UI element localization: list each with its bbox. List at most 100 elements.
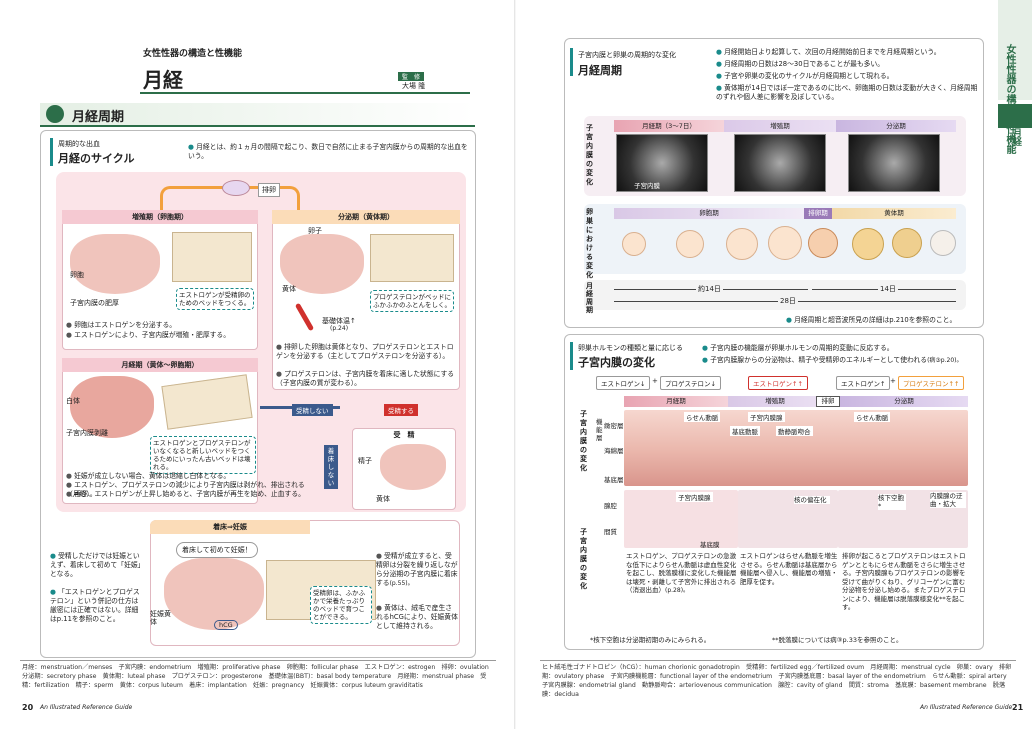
top-header-bar: [570, 48, 573, 76]
follicle-label: 卵胞: [70, 271, 84, 279]
page-title: 月経: [143, 68, 183, 92]
top-b4: 黄体期が14日でほぼ一定であるのに比べ、卵胞期の日数は変動が大きく、月経周期のず…: [716, 84, 978, 102]
supervisor-name: 大場 隆: [402, 82, 426, 90]
day28-label: 28日: [778, 296, 798, 306]
plus-2: +: [890, 377, 896, 385]
chapter-label: 女性性器の構造と性機能: [143, 49, 243, 59]
top-b2: 月経周期の日数は28～30日であることが最も多い。: [716, 60, 978, 69]
layer-func-label: 機能層: [596, 418, 603, 442]
left-page: 女性性器の構造と性機能 月経 監 修 大場 隆 月経周期 周期的な出血 月経のサ…: [0, 0, 516, 729]
uterus-illustration-2: [280, 234, 364, 294]
follicle-stage-3: [726, 228, 758, 260]
side-tab-section: [998, 104, 1032, 128]
footer-glossary: 月経：menstruation／menses 子宮内膜：endometrium …: [22, 664, 495, 689]
endo-gland-label-2: 子宮内膜腺: [676, 492, 713, 502]
phase-men: 月経期: [624, 396, 728, 407]
uterus-illustration-4: [380, 444, 446, 490]
phase-pro: 増殖期: [728, 396, 822, 407]
menstrual-header: 月経期（黄体～卵胞期）: [62, 358, 258, 372]
albicans-label: 白体: [66, 397, 80, 405]
men-b1: 妊娠が成立しない場合、黄体は退縮し白体となる。: [66, 472, 316, 481]
endo-illustration: [624, 410, 968, 486]
sperm-label: 精子: [358, 457, 372, 465]
intro-text: 月経とは、約１ヵ月の間隔で起こり、数日で自然に止まる子宮内膜からの周期的な出血を…: [188, 143, 468, 161]
secretory-header: 分泌期（黄体期）: [272, 210, 460, 224]
side-tab-chapter: [998, 0, 1032, 100]
prolif-b2: エストロゲンにより、子宮内膜が増殖・肥厚する。: [66, 331, 256, 340]
uterus-illustration-5: [164, 558, 264, 630]
preg-b2: 黄体は、絨毛で産生されるhCGにより、妊娠黄体として維持される。: [376, 604, 458, 631]
top-title: 月経周期: [578, 64, 622, 77]
corpus3-label: 妊娠黄体: [150, 610, 171, 626]
spiral-label-2: らせん動脈: [854, 412, 891, 422]
row2-phase-3: 黄体期: [832, 208, 956, 219]
h-tag-1: エストロゲン↓: [596, 376, 651, 390]
follicle-stage-4: [768, 226, 802, 260]
row2-label: 卵巣における変化: [586, 208, 593, 279]
phase-ov: 排卵: [816, 396, 840, 407]
hormone-title: 子宮内膜の変化: [578, 356, 655, 369]
hormone-b2-ref: (病③p.20)。: [927, 357, 963, 364]
endo-thicken-label: 子宮内膜の肥厚: [70, 299, 119, 307]
col3-text: 排卵が起こるとプロゲステロンはエストロゲンとともにらせん動脈をさらに増生させる。…: [842, 552, 966, 611]
row3-label: 月経周期: [586, 282, 593, 314]
endo-gland-label: 子宮内膜腺: [748, 412, 785, 422]
layer-spongy-label: 海綿層: [604, 447, 624, 455]
uterus-illustration-1: [70, 234, 160, 294]
title-rule: [140, 92, 470, 94]
subnuclear-label: 核下空胞*: [878, 494, 906, 510]
follicle-stage-2: [676, 230, 704, 258]
ultrasound-photo-2: [734, 134, 826, 192]
section-icon: [46, 105, 64, 123]
row3-panel: [584, 280, 966, 310]
side-note-1: 受精しただけでは妊娠といえず、着床して初めて「妊娠」となる。: [50, 552, 142, 579]
basal-artery-label: 基底動脈: [730, 426, 760, 436]
ovulation-label: 排卵: [258, 183, 280, 197]
ultrasound-photo-3: [848, 134, 940, 192]
box-subtitle: 周期的な出血: [58, 140, 100, 148]
uterus-illustration-3: [70, 376, 154, 438]
hormone-subtitle: 卵巣ホルモンの種類と量に応じる: [578, 344, 683, 352]
section-heading: 月経周期: [40, 103, 475, 127]
endo-section-label: 子宮内膜の変化: [580, 410, 587, 472]
progesterone-bubble: プロゲステロンがベッドにふかふかのふとんをしく。: [370, 290, 454, 312]
h-tag-5: プロゲステロン↑↑: [898, 376, 965, 390]
av-label: 動静脈吻合: [776, 426, 813, 436]
side-note-2: 「エストロゲンとプロゲステロン」という併記の仕方は厳密には正確ではない。詳細はp…: [50, 588, 142, 624]
h-tag-2: プロゲステロン↓: [660, 376, 721, 390]
bed-illustration-2: [370, 234, 454, 282]
footer-rule-r: [540, 660, 1016, 661]
hormone-b1: 子宮内膜の機能層が卵巣ホルモンの周期的変動に反応する。: [702, 344, 982, 353]
right-page: 子宮内膜と卵巣の周期的な変化 月経周期 月経開始日より起算して、次回の月経開始前…: [516, 0, 1032, 729]
corpus2-label: 黄体: [376, 495, 390, 503]
note-star: *核下空胞は分泌期初期のみにみられる。: [590, 636, 711, 644]
photo-caption: 子宮内膜: [634, 182, 660, 190]
ovulation-stage: [808, 228, 838, 258]
stroma-label: 間質: [604, 528, 617, 536]
tortuous-label: 内膜腺の迂曲・拡大: [930, 492, 966, 508]
col1-text: エストロゲン、プロゲステロンの急激な低下によりらせん動脈は虚血性変化を起こし、脱…: [626, 552, 738, 596]
corpus-stage-2: [892, 228, 922, 258]
phase-sec: 分泌期: [840, 396, 968, 407]
spiral-label: らせん動脈: [684, 412, 721, 422]
layer-compact-label: 緻密層: [604, 422, 624, 430]
bbt-ref: (p.24): [330, 325, 349, 332]
book-title: An Illustrated Reference Guide: [40, 704, 133, 711]
h-tag-3: エストロゲン↑↑: [748, 376, 808, 390]
sec-b2: プロゲステロンは、子宮内膜を着床に適した状態にする（子宮内膜の質が変わる）。: [276, 370, 458, 388]
preg-b1-ref: (p.55)。: [389, 580, 414, 587]
side-tab-chapter-text: 女性性器の構造と性機能: [1004, 44, 1015, 154]
estrogen-bubble: エストロゲンが受精卵のためのベッドをつくる。: [176, 288, 254, 310]
row1-phase-2: 増殖期: [724, 120, 836, 132]
fert-egg-bubble: 受精卵は、ふかふかで栄養たっぷりのベッドで育つことができる。: [310, 586, 372, 624]
layer-basal-label: 基底層: [604, 476, 624, 484]
footer-glossary-r: ヒト絨毛性ゴナドトロピン（hCG）：human chorionic gonado…: [542, 664, 1013, 698]
corpus-label: 黄体: [282, 285, 296, 293]
plus-1: +: [652, 377, 658, 385]
preg-b1-text: 受精が成立すると、受精卵は分裂を繰り返しながら分泌期の子宮内膜に着床する: [376, 552, 458, 587]
hormone-b2: 子宮内膜腺からの分泌物は、精子や受精卵のエネルギーとして使われる(病③p.20)…: [702, 356, 982, 365]
basement-label: 基底膜: [700, 541, 720, 549]
bbt-label: 基礎体温↑: [322, 317, 356, 325]
h-tag-4: エストロゲン↑: [836, 376, 891, 390]
hormone-b2-text: 子宮内膜腺からの分泌物は、精子や受精卵のエネルギーとして使われる: [710, 356, 928, 364]
